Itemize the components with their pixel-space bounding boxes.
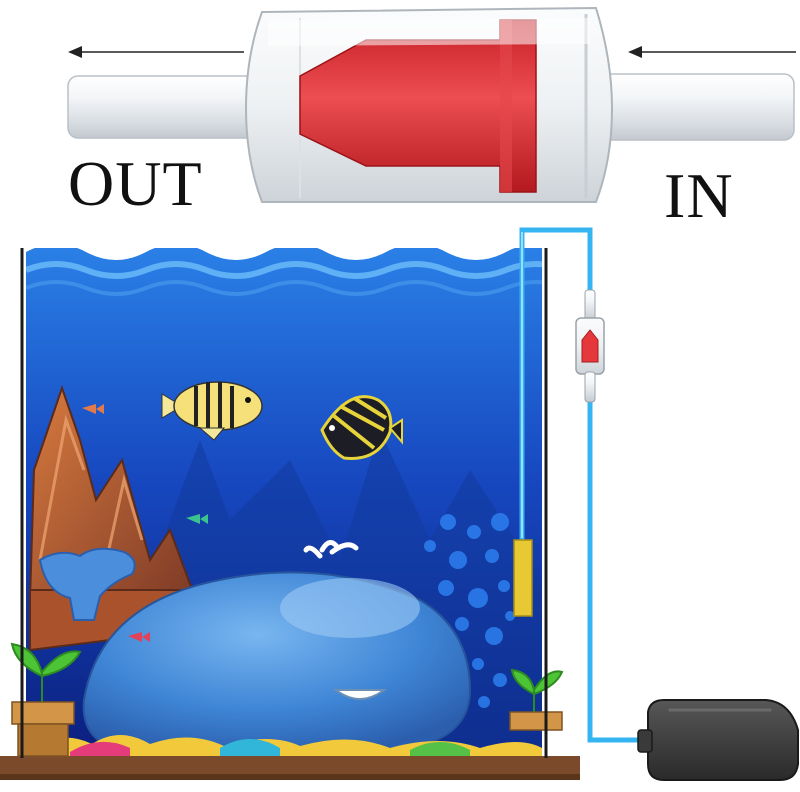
in-label: IN	[664, 160, 734, 231]
clown-fish	[161, 381, 263, 441]
air-stone	[513, 539, 533, 617]
small-check-valve	[575, 289, 605, 403]
whale-tail	[38, 547, 136, 621]
large-check-valve	[67, 6, 795, 203]
out-label: OUT	[68, 148, 203, 219]
plant-pot-left	[10, 642, 82, 757]
valve-in-tube	[597, 73, 795, 141]
aquarium-tank	[0, 248, 580, 780]
air-tube-lower	[587, 392, 650, 743]
small-fish	[82, 404, 208, 642]
whale-ornament	[38, 540, 472, 751]
air-line	[513, 227, 650, 743]
out-arrow-icon	[68, 46, 244, 58]
air-bubbles	[424, 513, 515, 708]
valve-out-tube	[67, 75, 259, 139]
substrate	[0, 735, 580, 780]
air-pump-icon	[637, 699, 799, 781]
tank-base	[0, 756, 580, 776]
plant-pot-right	[509, 668, 564, 731]
whale-eye	[332, 689, 388, 700]
in-arrow-icon	[628, 46, 796, 58]
whale-spout	[303, 540, 359, 559]
angel-fish	[320, 395, 403, 460]
water-surface	[26, 261, 542, 279]
